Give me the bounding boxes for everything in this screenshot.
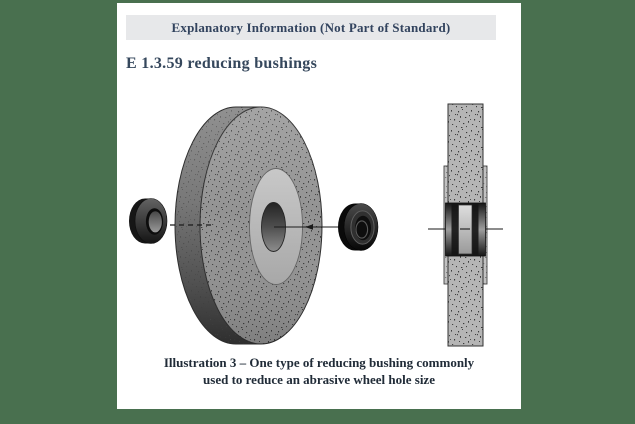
abrasive-wheel-front-view [174,106,323,345]
reducing-bushing-figure [129,103,503,347]
document-page: Explanatory Information (Not Part of Sta… [117,3,521,409]
left-reducing-bushing [129,198,168,244]
axis-solid-line [274,224,345,230]
figure-caption: Illustration 3 – One type of reducing bu… [117,354,521,388]
right-reducing-bushing [338,203,379,251]
section-heading: E 1.3.59 reducing bushings [126,55,318,72]
explanatory-banner: Explanatory Information (Not Part of Sta… [126,15,496,40]
axis-arrowhead [305,224,313,230]
caption-line-1: Illustration 3 – One type of reducing bu… [163,355,475,370]
banner-text: Explanatory Information (Not Part of Sta… [171,19,451,35]
caption-line-2: used to reduce an abrasive wheel hole si… [203,372,435,387]
wheel-side-section-with-bushing [428,103,503,347]
